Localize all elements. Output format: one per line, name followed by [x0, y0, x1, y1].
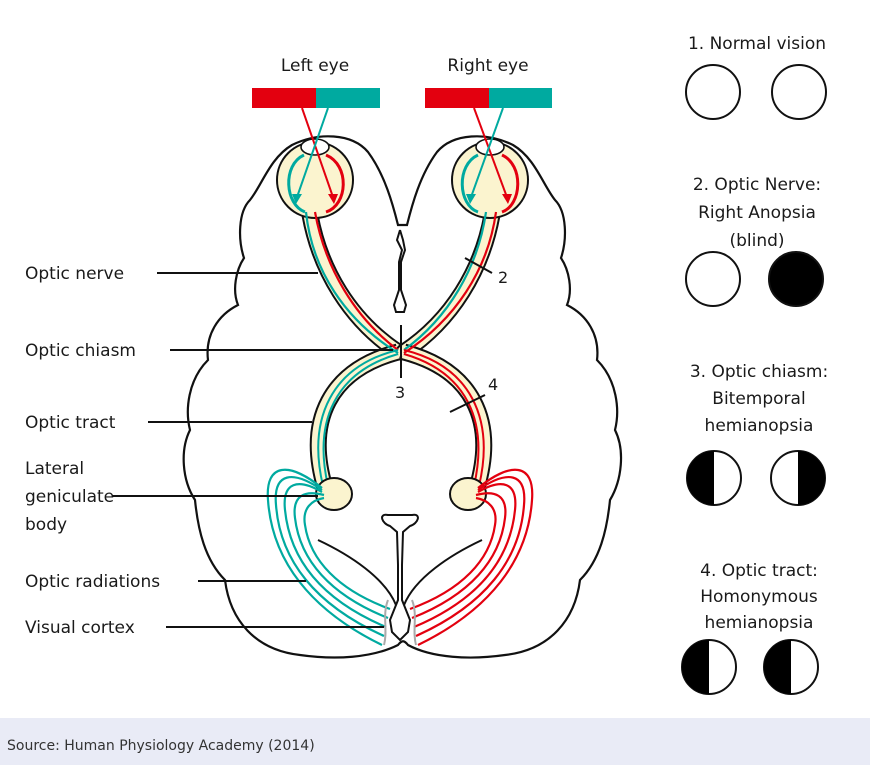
- label-optic-nerve: Optic nerve: [25, 264, 124, 284]
- label-optic-radiations: Optic radiations: [25, 572, 160, 592]
- legend-4-line3: hemianopsia: [705, 613, 814, 633]
- lesion-4-label: 4: [488, 375, 498, 394]
- legend-1-left-field: [686, 65, 740, 119]
- left-eye-nasal-field: [316, 88, 380, 108]
- right-eye-label: Right eye: [447, 56, 528, 76]
- label-lgb-line3: body: [25, 515, 67, 535]
- source-caption: Source: Human Physiology Academy (2014): [7, 738, 315, 754]
- legend-4-right-field: [764, 640, 818, 694]
- legend-4-line2: Homonymous: [700, 587, 818, 607]
- lesion-2-label: 2: [498, 268, 508, 287]
- legend-3-line3: hemianopsia: [705, 416, 814, 436]
- left-eye-label: Left eye: [281, 56, 349, 76]
- lesion-3-label: 3: [395, 383, 405, 402]
- legend-3-line2: Bitemporal: [712, 389, 805, 409]
- legend-3-right-field: [771, 451, 825, 505]
- legend-3-line1: 3. Optic chiasm:: [690, 362, 828, 382]
- label-lgb-line1: Lateral: [25, 459, 84, 479]
- label-lgb-line2: geniculate: [25, 487, 114, 507]
- legend-2-line3: (blind): [729, 231, 784, 251]
- legend-3-left-field: [687, 451, 741, 505]
- legend-1-title: 1. Normal vision: [688, 34, 826, 54]
- legend-2-left-field: [686, 252, 740, 306]
- legend-4-line1: 4. Optic tract:: [700, 561, 818, 581]
- legend-2-right-field-blind: [769, 252, 823, 306]
- label-optic-tract: Optic tract: [25, 413, 116, 433]
- right-eye-nasal-field: [425, 88, 489, 108]
- right-eye-field-bar: [425, 88, 552, 108]
- label-visual-cortex: Visual cortex: [25, 618, 135, 638]
- legend-1-right-field: [772, 65, 826, 119]
- right-eye-temporal-field: [489, 88, 552, 108]
- left-eye-temporal-field: [252, 88, 316, 108]
- label-optic-chiasm: Optic chiasm: [25, 341, 136, 361]
- left-eye-field-bar: [252, 88, 380, 108]
- legend-4-left-field: [682, 640, 736, 694]
- legend-2-line1: 2. Optic Nerve:: [693, 175, 821, 195]
- legend-2-line2: Right Anopsia: [698, 203, 816, 223]
